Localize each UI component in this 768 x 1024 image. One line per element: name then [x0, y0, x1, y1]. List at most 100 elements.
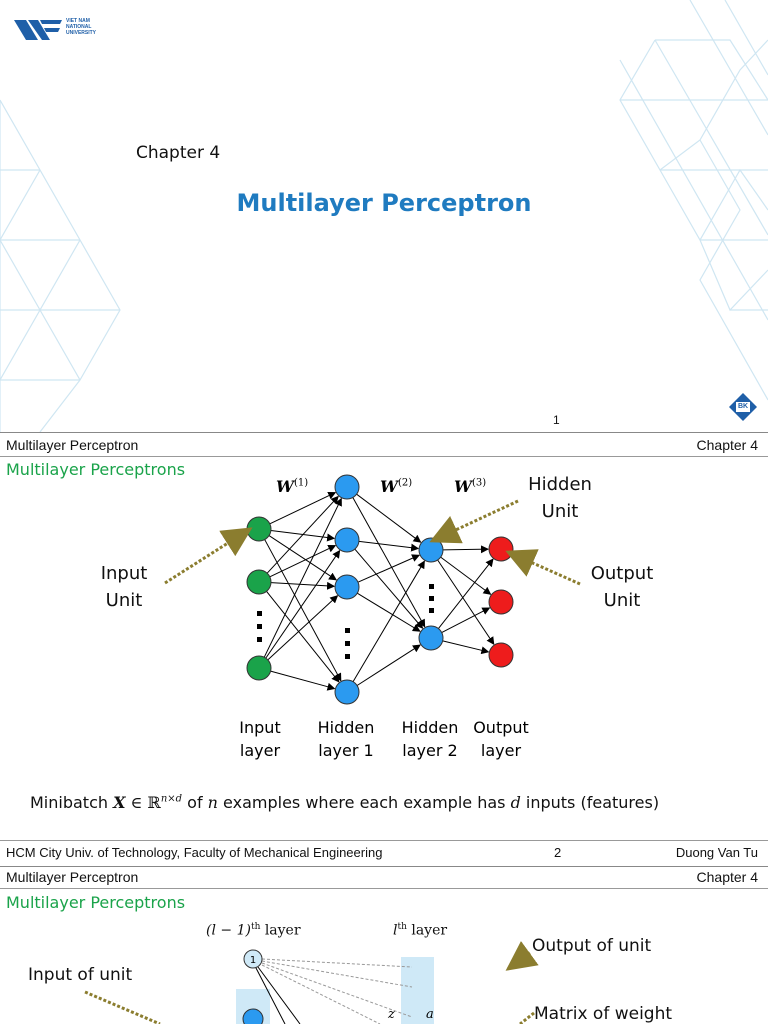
cur-layer-title: lth layer	[393, 922, 447, 939]
mlp-overview-slide: Multilayer Perceptron Chapter 4 Multilay…	[0, 433, 768, 868]
output-node	[488, 589, 514, 615]
network-nodes	[246, 474, 514, 705]
matrix-of-weight-pointer	[519, 1011, 535, 1024]
prev-layer-node	[243, 949, 263, 969]
sentence-part: examples where each example has	[217, 793, 511, 812]
bk-logo-icon	[729, 393, 757, 421]
connection-edge	[438, 558, 494, 629]
weight-superscript: (3)	[471, 477, 487, 489]
header-rule	[0, 456, 768, 457]
node-index: 1	[250, 955, 256, 966]
vnu-logo-line2: NATIONAL	[66, 24, 92, 30]
weight-label-1: W(1)	[276, 477, 308, 496]
input-node	[246, 655, 272, 681]
a-symbol: a	[426, 1007, 434, 1022]
slide-heading: Multilayer Perceptrons	[6, 893, 186, 912]
triangle-pattern-background	[0, 0, 768, 432]
prev-layer-title: (l − 1)th layer	[206, 922, 301, 939]
slide-heading: Multilayer Perceptrons	[6, 460, 186, 479]
superscript: th	[397, 922, 407, 932]
weight-label-2: W(2)	[380, 477, 412, 496]
connection-edge	[356, 644, 421, 686]
footer-page-number: 2	[554, 845, 562, 860]
mlp-detail-slide: Multilayer Perceptron Chapter 4 Multilay…	[0, 867, 768, 1024]
weight-superscript: (2)	[397, 477, 413, 489]
bk-logo: BK	[728, 392, 758, 422]
prev-layer-node	[242, 1008, 264, 1024]
slide-divider	[0, 432, 768, 433]
footer-rule	[0, 840, 768, 841]
layer-label-line: Hidden	[401, 718, 459, 737]
mlp-network-diagram	[164, 474, 581, 705]
math-dims: n×d	[160, 793, 183, 805]
weight-label-3: W(3)	[454, 477, 486, 496]
footer-author: Duong Van Tu	[675, 845, 758, 860]
sentence-part: inputs (features)	[520, 793, 660, 812]
title-slide: VIET NAM NATIONAL UNIVERSITY Chapter 4 M…	[0, 0, 768, 432]
connection-edge	[270, 670, 336, 691]
layer-label-hidden-1: Hidden layer 1	[306, 716, 386, 762]
hidden1-node	[334, 474, 360, 500]
connection-edge	[264, 539, 342, 682]
hidden2-node	[418, 537, 444, 563]
layer-word: layer	[406, 922, 448, 939]
connection-edge	[267, 595, 339, 661]
hidden1-node	[334, 527, 360, 553]
connection-edge	[437, 559, 495, 646]
connection-edge	[269, 492, 337, 525]
header-right: Chapter 4	[696, 869, 758, 885]
vnu-logo-line1: VIET NAM	[66, 18, 90, 24]
layer-label-line: layer	[239, 741, 281, 760]
superscript: th	[250, 922, 261, 932]
connection-edge	[352, 560, 425, 682]
header-left: Multilayer Perceptron	[6, 437, 139, 453]
annotation-line: Hidden	[528, 474, 592, 495]
vnu-logo: VIET NAM NATIONAL UNIVERSITY	[12, 16, 122, 44]
z-symbol: z	[388, 1007, 395, 1022]
connection-edge	[442, 640, 490, 655]
sentence-part: of	[182, 793, 208, 812]
connection-edge	[265, 549, 341, 659]
page-number: 1	[553, 413, 560, 427]
output-node	[488, 536, 514, 562]
connection-edge	[357, 554, 421, 583]
output-unit-pointer	[505, 549, 581, 586]
network-edges	[263, 492, 495, 691]
connection-edge	[440, 556, 492, 595]
header-rule	[0, 888, 768, 889]
layer-label-line: Hidden	[317, 718, 375, 737]
output-unit-annotation: Output Unit	[580, 560, 664, 614]
layer-label-line: layer 2	[402, 741, 458, 760]
vnu-logo-mark-icon	[14, 20, 62, 40]
layer-label-line: Output	[473, 718, 529, 737]
cur-layer-column	[401, 957, 434, 1024]
hidden2-node	[418, 625, 444, 651]
layer-label-line: Input	[239, 718, 281, 737]
layer-word: layer	[260, 922, 301, 939]
input-node	[246, 569, 272, 595]
connection-edge	[352, 497, 426, 628]
weight-symbol: W	[276, 477, 294, 496]
math-n: n	[207, 793, 218, 812]
sentence-part: Minibatch	[30, 793, 114, 812]
output-node	[488, 642, 514, 668]
hidden-unit-pointer	[429, 499, 519, 544]
prev-layer-index: (l − 1)	[206, 922, 251, 939]
layer-label-input: Input layer	[220, 716, 300, 762]
weight-superscript: (1)	[293, 477, 309, 489]
input-unit-pointer	[164, 527, 253, 585]
output-of-unit-label: Output of unit	[532, 936, 652, 956]
connection-edge	[356, 592, 421, 632]
ellipsis-dots	[257, 584, 434, 659]
layer-label-line: layer	[480, 741, 522, 760]
connection-edge	[266, 591, 340, 683]
connection-edge	[269, 545, 337, 578]
annotation-line: Unit	[603, 590, 641, 611]
connection-edge	[442, 545, 490, 554]
matrix-of-weight-label: Matrix of weight	[534, 1004, 673, 1024]
hidden-unit-annotation: Hidden Unit	[518, 471, 602, 525]
connection-edge	[354, 548, 424, 629]
connection-edge	[270, 581, 336, 590]
annotation-line: Input	[100, 563, 148, 584]
vnu-logo-line3: UNIVERSITY	[66, 30, 97, 36]
